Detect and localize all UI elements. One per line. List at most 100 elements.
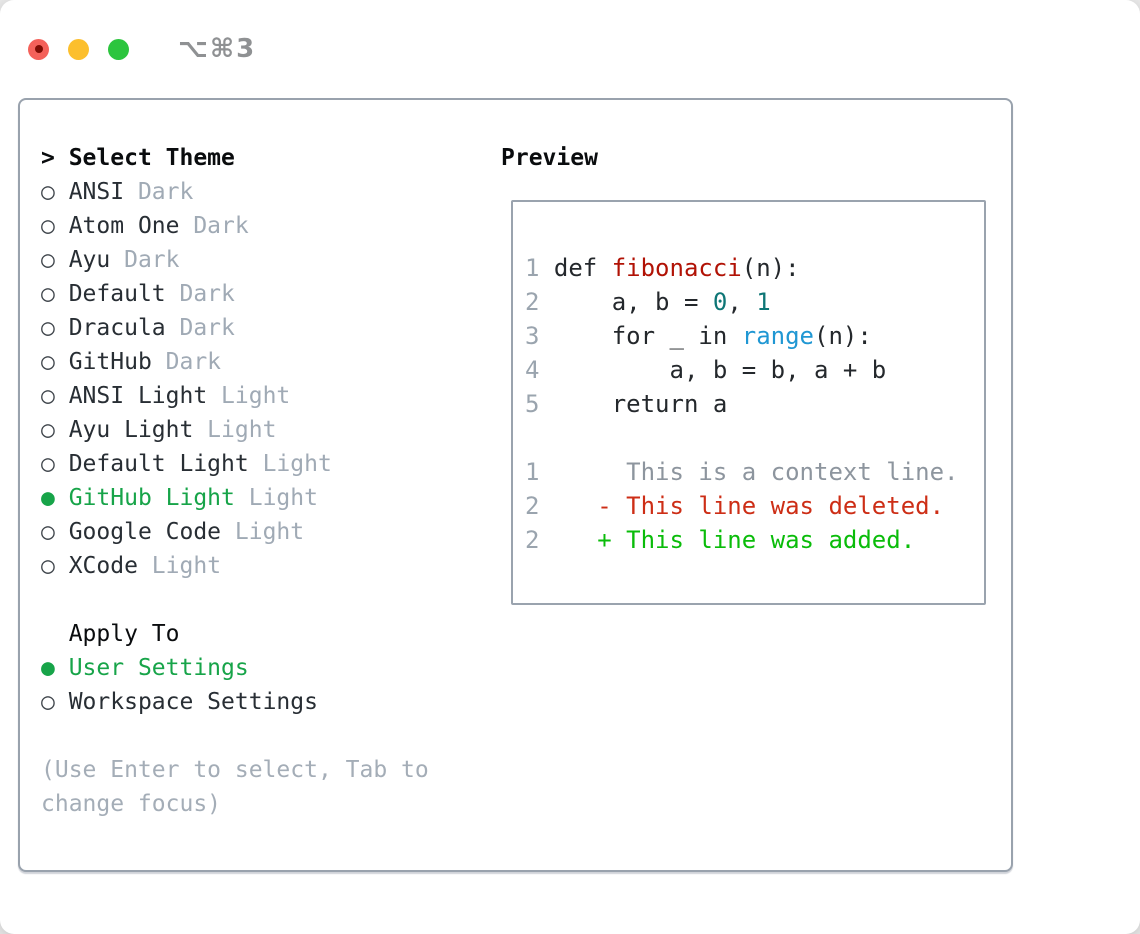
code-token-default: , [727, 288, 757, 316]
theme-option-xcode[interactable]: ○ XCode Light [41, 549, 501, 583]
theme-variant-label: Light [193, 417, 277, 443]
zoom-button[interactable] [108, 38, 129, 60]
close-button[interactable] [28, 38, 49, 60]
theme-option-label: Ayu [68, 247, 111, 273]
line-number: 1 [525, 458, 554, 486]
preview-column: Preview 1 def fibonacci(n):2 a, b = 0, 1… [501, 141, 1011, 870]
apply-option-label: User Settings [68, 655, 249, 681]
titlebar: ⌥⌘3 [0, 0, 1140, 98]
radio-icon: ○ [41, 417, 69, 443]
preview-title: Preview [501, 145, 598, 171]
theme-option-ansi-light[interactable]: ○ ANSI Light Light [41, 379, 501, 413]
preview-line: 4 a, b = b, a + b [525, 353, 976, 387]
line-number: 2 [525, 492, 554, 520]
theme-option-ayu[interactable]: ○ Ayu Dark [41, 243, 501, 277]
apply-to-list: ● User Settings○ Workspace Settings [41, 651, 501, 719]
preview-line: 1 def fibonacci(n): [525, 251, 976, 285]
theme-option-label: GitHub Light [68, 485, 235, 511]
theme-option-dracula[interactable]: ○ Dracula Dark [41, 311, 501, 345]
spacer [41, 719, 501, 753]
theme-variant-label: Light [248, 451, 332, 477]
preview-line [525, 421, 976, 455]
theme-variant-label: Dark [124, 179, 194, 205]
preview-line: 2 - This line was deleted. [525, 489, 976, 523]
focus-caret-icon: > [41, 145, 55, 171]
radio-icon: ○ [41, 451, 69, 477]
theme-option-ansi[interactable]: ○ ANSI Dark [41, 175, 501, 209]
code-token-builtin: range [741, 322, 814, 350]
hint-line-1: (Use Enter to select, Tab to [41, 757, 429, 783]
code-token-num: 1 [756, 288, 771, 316]
theme-option-label: ANSI Light [68, 383, 208, 409]
radio-icon: ○ [41, 553, 69, 579]
apply-option-workspace-settings[interactable]: ○ Workspace Settings [41, 685, 501, 719]
radio-icon: ○ [41, 179, 69, 205]
theme-option-label: GitHub [68, 349, 152, 375]
code-token-default: a, b = [553, 288, 713, 316]
theme-option-label: Google Code [68, 519, 222, 545]
minimize-button[interactable] [68, 38, 89, 60]
theme-variant-label: Dark [165, 315, 235, 341]
radio-icon: ○ [41, 247, 69, 273]
theme-variant-label: Light [207, 383, 291, 409]
code-token-default: return a [553, 390, 728, 418]
radio-icon: ○ [41, 519, 69, 545]
theme-option-google-code[interactable]: ○ Google Code Light [41, 515, 501, 549]
line-number: 2 [525, 526, 554, 554]
theme-option-github-light[interactable]: ● GitHub Light Light [41, 481, 501, 515]
theme-list-column: >Select Theme ○ ANSI Dark○ Atom One Dark… [41, 141, 501, 870]
theme-option-label: Default Light [68, 451, 249, 477]
apply-to-title: Apply To [68, 621, 180, 647]
theme-option-label: Ayu Light [68, 417, 194, 443]
preview-line: 5 return a [525, 387, 976, 421]
theme-option-atom-one[interactable]: ○ Atom One Dark [41, 209, 501, 243]
theme-list: ○ ANSI Dark○ Atom One Dark○ Ayu Dark○ De… [41, 175, 501, 583]
close-dot-icon [34, 45, 43, 53]
theme-option-ayu-light[interactable]: ○ Ayu Light Light [41, 413, 501, 447]
radio-icon: ○ [41, 349, 69, 375]
hint-line-2: change focus) [41, 791, 222, 817]
line-number: 3 [525, 322, 554, 350]
theme-option-label: XCode [68, 553, 138, 579]
code-token-added: + This line was added. [553, 526, 916, 554]
preview-line: 3 for _ in range(n): [525, 319, 976, 353]
preview-line: 1 This is a context line. [525, 455, 976, 489]
code-token-default: (n): [741, 254, 800, 282]
theme-picker-panel: >Select Theme ○ ANSI Dark○ Atom One Dark… [18, 98, 1013, 872]
theme-option-default[interactable]: ○ Default Dark [41, 277, 501, 311]
apply-option-label: Workspace Settings [68, 689, 318, 715]
radio-selected-icon: ● [41, 485, 69, 511]
radio-icon: ○ [41, 689, 69, 715]
code-token-default: (n): [814, 322, 872, 350]
select-theme-header: >Select Theme [41, 141, 501, 175]
theme-option-label: ANSI [68, 179, 125, 205]
line-number: 1 [525, 254, 554, 282]
spacer [41, 583, 501, 617]
radio-icon: ○ [41, 213, 69, 239]
radio-icon: ○ [41, 383, 69, 409]
theme-option-github[interactable]: ○ GitHub Dark [41, 345, 501, 379]
apply-to-header: Apply To [41, 617, 501, 651]
code-token-num: 0 [712, 288, 728, 316]
line-number: 4 [525, 356, 554, 384]
keyboard-shortcut-label: ⌥⌘3 [178, 34, 257, 64]
code-token-func: fibonacci [611, 254, 742, 282]
theme-option-default-light[interactable]: ○ Default Light Light [41, 447, 501, 481]
theme-variant-label: Light [234, 485, 318, 511]
code-token-deleted: - This line was deleted. [553, 492, 945, 520]
theme-variant-label: Light [137, 553, 222, 579]
apply-option-user-settings[interactable]: ● User Settings [41, 651, 501, 685]
preview-line: 2 + This line was added. [525, 523, 976, 557]
theme-variant-label: Dark [110, 247, 180, 273]
theme-variant-label: Light [221, 519, 305, 545]
radio-selected-icon: ● [41, 655, 69, 681]
line-number: 5 [525, 390, 554, 418]
code-token-context: This is a context line. [553, 458, 959, 486]
code-token-default: a, b = b, a + b [553, 356, 887, 384]
theme-variant-label: Dark [165, 281, 235, 307]
line-number: 2 [525, 288, 554, 316]
theme-variant-label: Dark [151, 349, 222, 375]
code-token-default: def [553, 254, 612, 282]
